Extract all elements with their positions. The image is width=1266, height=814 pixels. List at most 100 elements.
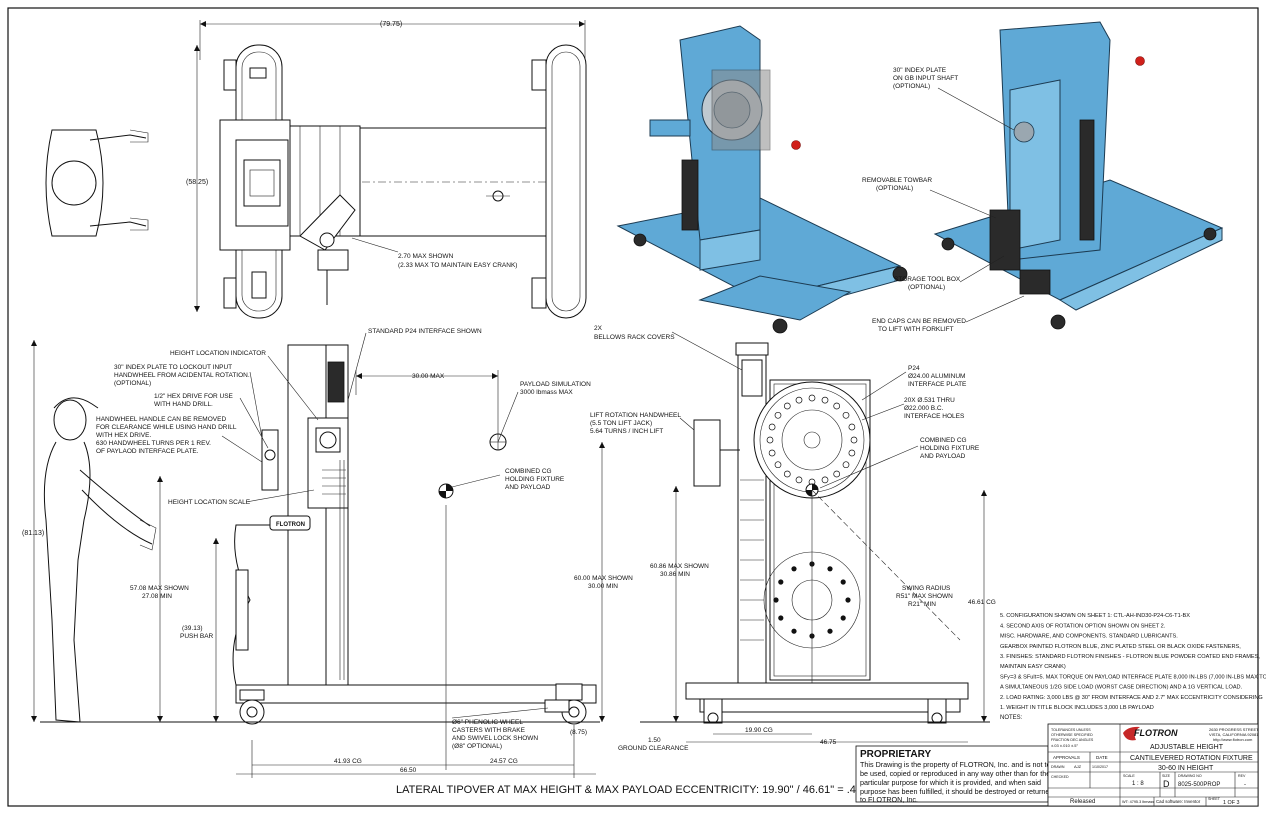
label-p24-plate-1: P24 xyxy=(908,365,920,372)
tb-addr-2: VISTA, CALIFORNIA 92081 xyxy=(1209,732,1259,737)
note-line: 2. LOAD RATING: 3,000 LBS @ 30" FROM INT… xyxy=(1000,695,1263,701)
label-index-plate-2: HANDWHEEL FROM ACIDENTAL ROTATION. xyxy=(114,372,250,379)
lower-plate-hole xyxy=(791,566,797,572)
note-line: MISC. HARDWARE, AND COMPONENTS. STANDARD… xyxy=(1000,634,1178,640)
dim-side-60: 60.86 MAX SHOWN xyxy=(650,563,709,570)
proprietary-block: PROPRIETARY This Drawing is the property… xyxy=(855,745,1053,804)
label-cg-side-1: COMBINED CG xyxy=(920,437,967,444)
interface-hole xyxy=(774,461,782,469)
interface-hole xyxy=(795,396,803,404)
lower-plate-hole xyxy=(840,579,846,585)
note-line: 1. WEIGHT IN TITLE BLOCK INCLUDES 3,000 … xyxy=(1000,705,1154,711)
label-p24-interface: STANDARD P24 INTERFACE SHOWN xyxy=(368,328,482,335)
label-towbar-2: (OPTIONAL) xyxy=(876,185,913,192)
interface-hole xyxy=(821,396,829,404)
dim-height-27: 27.08 MIN xyxy=(142,593,172,600)
tb-drawn-by: AJZ xyxy=(1074,764,1082,769)
interface-hole xyxy=(842,461,850,469)
label-handwheel-3: WITH HEX DRIVE. xyxy=(96,432,151,439)
label-hex-drive-2: WITH HAND DRILL. xyxy=(154,401,213,408)
interface-hole xyxy=(783,470,791,478)
tb-drawn: DRAWN xyxy=(1051,765,1065,769)
tb-tol-1: TOLERANCES UNLESS xyxy=(1051,728,1091,732)
tb-dwg-label: DRAWING NO xyxy=(1178,774,1202,778)
label-index-plate-1: 30" INDEX PLATE TO LOCKOUT INPUT xyxy=(114,364,232,371)
tb-title-1: ADJUSTABLE HEIGHT xyxy=(1150,744,1224,751)
tb-addr-1: 2630 PROGRESS STREET xyxy=(1209,727,1259,732)
label-lift-handwheel-3: 5.64 TURNS / INCH LIFT xyxy=(590,428,663,435)
dim-total-height: (81.13) xyxy=(22,530,44,537)
label-casters-2: CASTERS WITH BRAKE xyxy=(452,727,526,734)
dim-top-depth: (58.25) xyxy=(186,179,208,186)
label-max-crank-233: (2.33 MAX TO MAINTAIN EASY CRANK) xyxy=(398,262,517,269)
tb-addr-3: http://www.flotron.com xyxy=(1213,737,1253,742)
label-swing-3: R21" MIN xyxy=(908,601,936,608)
label-payload-sim-1: PAYLOAD SIMULATION xyxy=(520,381,591,388)
label-lift-handwheel-1: LIFT ROTATION HANDWHEEL xyxy=(590,412,681,419)
label-toolbox-1: STORAGE TOOL BOX xyxy=(894,276,961,283)
label-holes-1: 20X Ø.531 THRU xyxy=(904,397,955,404)
tb-tol-3: FRACTION DEC ANGLES xyxy=(1051,738,1094,742)
note-line: MAINTAIN EASY CRANK) xyxy=(1000,664,1066,670)
tb-size: D xyxy=(1163,779,1170,789)
label-towbar-1: REMOVABLE TOWBAR xyxy=(862,177,932,184)
label-iso-index-3: (OPTIONAL) xyxy=(893,83,930,90)
side-view: (81.13) FLOTRON xyxy=(22,328,871,796)
label-lift-handwheel-2: (5.5 TON LIFT JACK) xyxy=(590,420,652,427)
human-top-view xyxy=(45,129,149,237)
label-holes-2: Ø22.000 B.C. xyxy=(904,405,944,412)
lower-plate-hole xyxy=(845,597,851,603)
label-cg-side-2: HOLDING FIXTURE xyxy=(920,445,980,452)
tb-title-2: CANTILEVERED ROTATION FIXTURE xyxy=(1130,755,1253,762)
label-holes-3: INTERFACE HOLES xyxy=(904,413,965,420)
dim-max-offset: 30.00 MAX xyxy=(412,373,445,380)
interface-hole xyxy=(783,402,791,410)
front-view: 2X BELLOWS RACK COVERS LIFT ROTATION HAN… xyxy=(590,325,996,752)
label-endcaps-1: END CAPS CAN BE REMOVED xyxy=(872,318,966,325)
dim-cg-19: 19.90 CG xyxy=(745,727,773,734)
tb-sheet: 1 OF 3 xyxy=(1223,800,1239,806)
dim-ground-clearance: GROUND CLEARANCE xyxy=(618,745,689,752)
dim-cg-41: 41.93 CG xyxy=(334,758,362,765)
lower-plate-hole xyxy=(827,628,833,634)
interface-hole xyxy=(768,449,776,457)
dim-clearance-150: 1.50 xyxy=(648,737,661,744)
dim-base-66: 66.50 xyxy=(400,767,417,774)
label-swing-2: R51" MAX SHOWN xyxy=(896,593,953,600)
tb-date-val: 1/10/2017 xyxy=(1092,765,1108,769)
label-handwheel-1: HANDWHEEL HANDLE CAN BE REMOVED xyxy=(96,416,226,423)
iso-view-right: 30" INDEX PLATE ON GB INPUT SHAFT (OPTIO… xyxy=(862,21,1224,333)
tb-cad: Cad software: Inventor xyxy=(1156,799,1201,804)
tb-rev: - xyxy=(1244,782,1246,788)
note-line: SFy=3 & SFult=5. MAX TORQUE ON PAYLOAD I… xyxy=(1000,674,1266,680)
label-p24-plate-3: INTERFACE PLATE xyxy=(908,381,967,388)
dim-cg-46: 46.61 CG xyxy=(968,599,996,606)
lower-plate-hole xyxy=(827,566,833,572)
interface-hole xyxy=(842,411,850,419)
tb-approvals: APPROVALS xyxy=(1053,755,1080,760)
label-casters-4: (Ø8" OPTIONAL) xyxy=(452,743,502,750)
tb-status: Released xyxy=(1070,799,1095,805)
lower-plate-hole xyxy=(778,579,784,585)
label-combined-cg-3: AND PAYLOAD xyxy=(505,484,551,491)
logo-small-side: FLOTRON xyxy=(276,522,305,528)
lower-plate-hole xyxy=(773,597,779,603)
label-combined-cg-2: HOLDING FIXTURE xyxy=(505,476,565,483)
tb-dwg-no: 8025-500PROP xyxy=(1178,782,1220,788)
tb-title-3: 30-60 IN HEIGHT xyxy=(1158,765,1214,772)
interface-hole xyxy=(848,423,856,431)
dim-push-bar: PUSH BAR xyxy=(180,633,214,640)
title-block: TOLERANCES UNLESS OTHERWISE SPECIFIED FR… xyxy=(1047,723,1259,807)
top-view: (79.75) (58.25) xyxy=(45,20,587,319)
tb-rev-label: REV xyxy=(1238,774,1246,778)
lower-plate-hole xyxy=(840,615,846,621)
tb-weight: WT: 4795.3 lbmass xyxy=(1122,800,1154,804)
dim-clearance-875: (8.75) xyxy=(570,729,587,736)
interface-hole xyxy=(850,436,858,444)
proprietary-heading: PROPRIETARY xyxy=(860,749,931,760)
tb-size-label: SIZE xyxy=(1162,774,1171,778)
bellows-front xyxy=(740,479,764,641)
proprietary-line-3: particular purpose for which it is provi… xyxy=(860,778,1041,787)
interface-hole xyxy=(768,423,776,431)
